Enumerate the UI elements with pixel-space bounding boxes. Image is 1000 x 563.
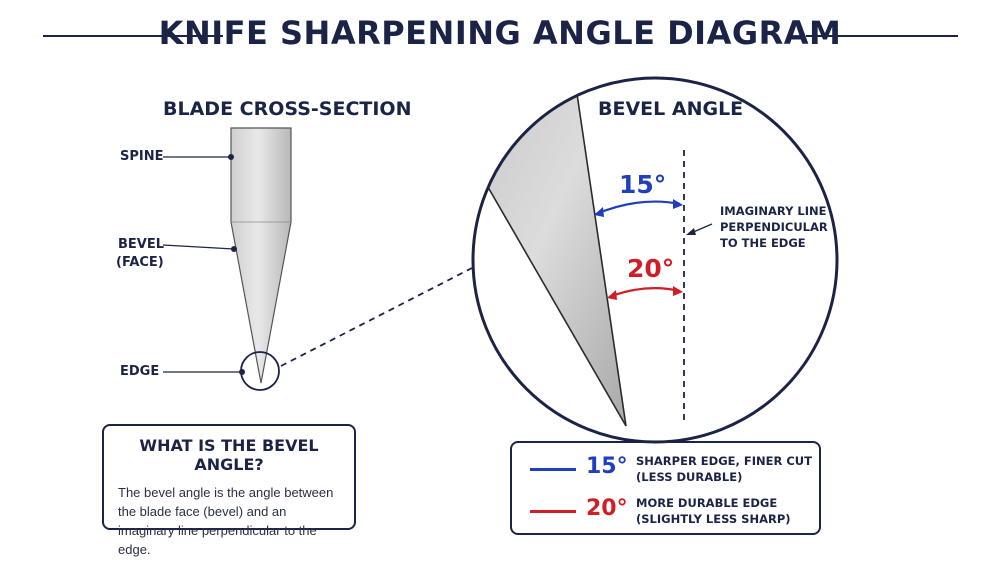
- bevel-leader-line: [162, 244, 235, 250]
- title-rule-left: [43, 35, 223, 37]
- legend-line-blue: [530, 468, 576, 471]
- legend-text-15-line2: (LESS DURABLE): [636, 470, 743, 484]
- angle-20-label: 20°: [627, 254, 675, 283]
- legend-row-20: 20° MORE DURABLE EDGE (SLIGHTLY LESS SHA…: [512, 495, 819, 535]
- perpendicular-note-line2: PERPENDICULAR: [720, 220, 828, 234]
- legend-row-15: 15° SHARPER EDGE, FINER CUT (LESS DURABL…: [512, 453, 819, 493]
- bevel-label-line1: BEVEL: [118, 237, 165, 252]
- legend-text-20-line1: MORE DURABLE EDGE: [636, 496, 778, 510]
- legend-value-20: 20°: [586, 496, 628, 521]
- angle-legend: 15° SHARPER EDGE, FINER CUT (LESS DURABL…: [510, 441, 821, 535]
- legend-line-red: [530, 510, 576, 513]
- angle-20-arrow-right: [673, 286, 683, 296]
- angle-15-arrow-right: [673, 199, 683, 209]
- angle-15-label: 15°: [619, 170, 667, 199]
- legend-text-20: MORE DURABLE EDGE (SLIGHTLY LESS SHARP): [636, 495, 791, 527]
- angle-20-arc: [608, 287, 681, 299]
- cross-section-heading: BLADE CROSS-SECTION: [163, 98, 412, 120]
- legend-text-15-line1: SHARPER EDGE, FINER CUT: [636, 454, 812, 468]
- bevel-angle-heading: BEVEL ANGLE: [598, 98, 744, 120]
- title-rule-right: [806, 35, 958, 37]
- bevel-label-line2: (FACE): [116, 255, 164, 270]
- edge-zoom-circle: [240, 351, 280, 391]
- angle-20-arrow-left: [607, 290, 617, 300]
- perpendicular-note-line3: TO THE EDGE: [720, 236, 806, 250]
- legend-value-15: 15°: [586, 454, 628, 479]
- bevel-leader-dot: [231, 246, 237, 252]
- angle-15-arrow-left: [594, 207, 604, 217]
- info-box-body: The bevel angle is the angle between the…: [118, 485, 334, 557]
- info-box-title: WHAT IS THE BEVEL ANGLE?: [139, 436, 319, 474]
- page-title: KNIFE SHARPENING ANGLE DIAGRAM: [158, 14, 842, 52]
- spine-label: SPINE: [120, 149, 164, 164]
- blade-cross-section: [230, 127, 292, 384]
- angle-15-arc: [595, 200, 681, 216]
- spine-leader-dot: [228, 154, 234, 160]
- legend-text-15: SHARPER EDGE, FINER CUT (LESS DURABLE): [636, 453, 812, 485]
- note-pointer-arrowhead: [686, 228, 696, 235]
- zoom-connector-dashed: [280, 267, 473, 367]
- perpendicular-note-line1: IMAGINARY LINE: [720, 204, 827, 218]
- info-box: WHAT IS THE BEVEL ANGLE? The bevel angle…: [102, 424, 356, 557]
- legend-text-20-line2: (SLIGHTLY LESS SHARP): [636, 512, 791, 526]
- edge-label: EDGE: [120, 364, 160, 379]
